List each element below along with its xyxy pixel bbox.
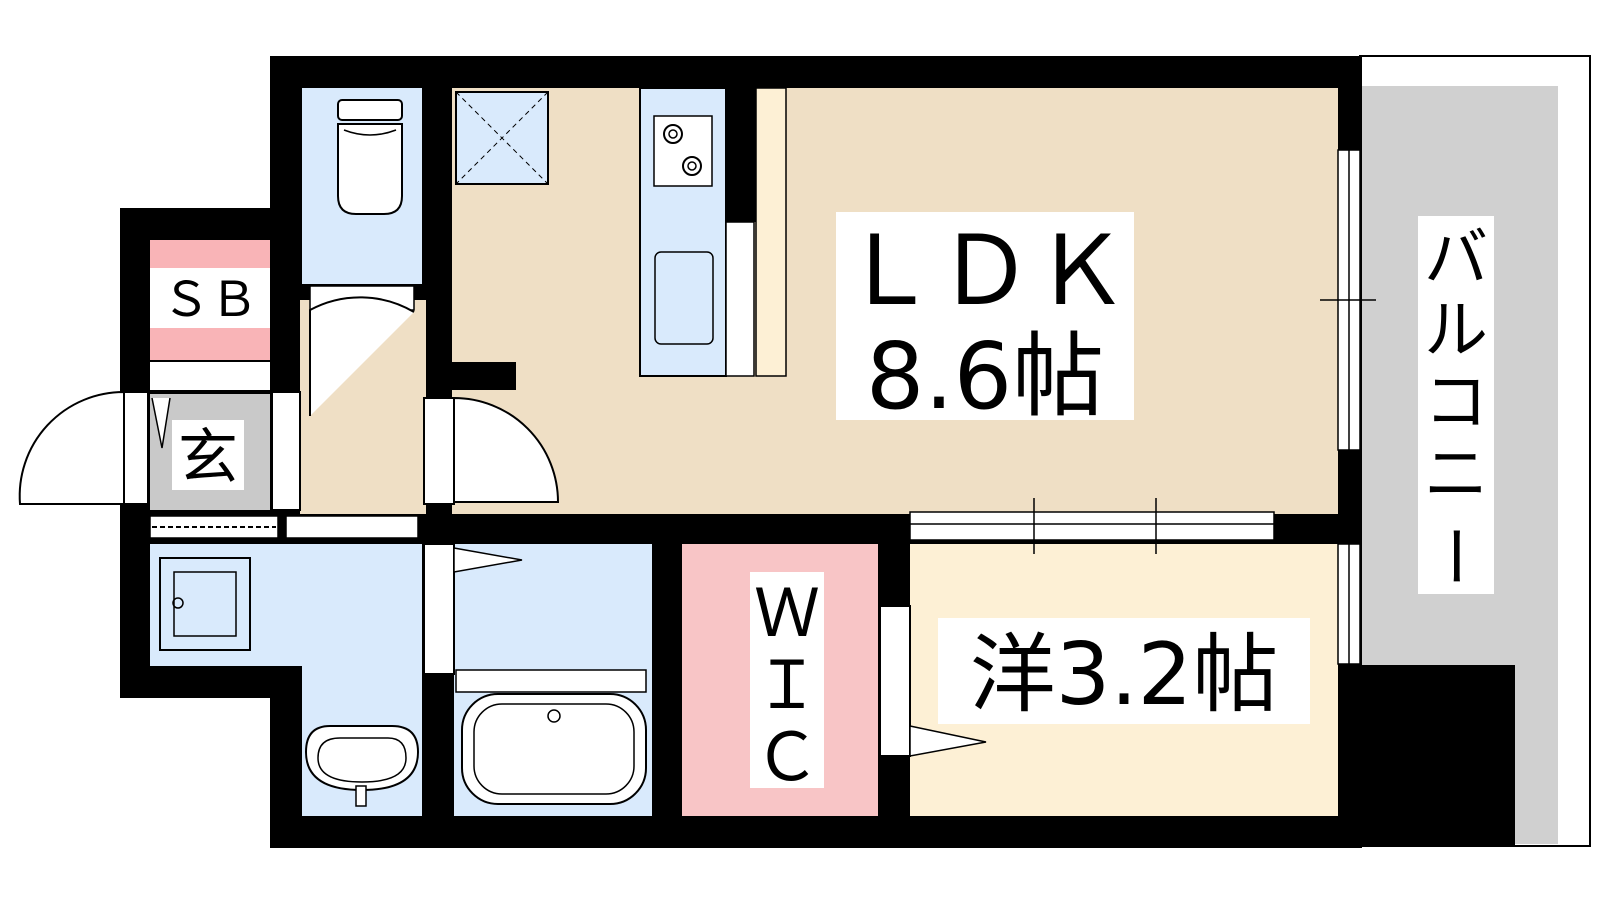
wall-stub <box>452 362 516 390</box>
entrance-label: 玄 <box>172 420 244 493</box>
washing-machine <box>159 557 251 651</box>
toilet-fixture <box>337 99 403 215</box>
balcony-char-2: ル <box>1424 294 1488 368</box>
washbasin <box>304 725 420 807</box>
balcony <box>1340 55 1591 847</box>
wic-label: Ｗ Ｉ Ｃ <box>750 572 824 796</box>
sliding-door-ldk-western <box>909 498 1275 554</box>
ldk-label: ＬＤＫ 8.6帖 <box>836 212 1134 430</box>
wic-door <box>879 605 987 757</box>
bath-door <box>423 543 523 675</box>
balcony-char-1: バ <box>1424 222 1488 296</box>
balcony-window-western <box>1337 543 1361 665</box>
balcony-char-5: ー <box>1416 524 1490 588</box>
shoebox-label: ＳＢ <box>162 272 258 328</box>
wic-letter-i: Ｉ <box>754 647 820 724</box>
bathtub <box>455 669 647 805</box>
balcony-char-3: コ <box>1424 366 1488 440</box>
wic-letter-c: Ｃ <box>754 719 820 796</box>
shoebox <box>150 240 270 390</box>
ldk-size: 8.6帖 <box>866 323 1104 430</box>
western-room-name: 洋3.2帖 <box>970 625 1279 725</box>
wic-letter-w: Ｗ <box>754 575 820 652</box>
entrance-threshold <box>149 515 419 539</box>
balcony-char-4: ニ <box>1424 438 1488 512</box>
balcony-label: バ ル コ ニ ー <box>1416 216 1494 594</box>
fridge-space <box>455 91 549 185</box>
western-room-label: 洋3.2帖 <box>938 618 1310 725</box>
toilet-door <box>309 285 415 416</box>
ldk-name: ＬＤＫ <box>841 215 1129 327</box>
kitchen-counter <box>639 87 787 377</box>
front-door <box>18 390 301 511</box>
entrance-name: 玄 <box>178 423 238 493</box>
balcony-window-ldk <box>1320 149 1376 451</box>
ldk-door <box>423 396 560 505</box>
